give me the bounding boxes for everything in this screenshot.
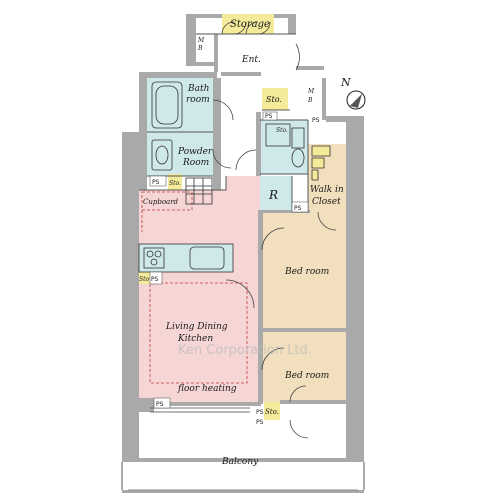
powder-room-area bbox=[147, 132, 213, 176]
washing-machine-icon bbox=[265, 123, 291, 147]
floor-heating-zone bbox=[149, 282, 248, 384]
sto-bottom-area bbox=[264, 402, 280, 420]
ps-label: PS bbox=[294, 205, 302, 212]
fixtures bbox=[138, 81, 331, 273]
compass-label: N bbox=[340, 76, 351, 89]
sto-small-label: Sto bbox=[139, 276, 150, 283]
bathroom-door bbox=[212, 99, 234, 121]
entrance-area bbox=[214, 34, 296, 70]
sto-small-area bbox=[138, 272, 150, 284]
ldk-curve bbox=[225, 279, 255, 309]
bathroom-area bbox=[147, 78, 213, 132]
refrigerator-area bbox=[260, 176, 292, 210]
ps-label: PS bbox=[152, 179, 160, 186]
toilet-icon bbox=[291, 127, 305, 149]
cupboard-zone bbox=[141, 191, 193, 211]
sto-powder-area bbox=[168, 174, 182, 190]
entrance-label: Ent. bbox=[241, 55, 261, 65]
kitchen-sink-icon bbox=[189, 246, 225, 270]
laundry-door bbox=[235, 149, 257, 171]
bedroom-1-label: Bed room bbox=[284, 267, 329, 277]
ps-label: PS bbox=[156, 401, 164, 408]
powder-label-1: Powder bbox=[177, 147, 213, 157]
walkin-label-1: Walk in bbox=[310, 185, 344, 195]
mb-right-label-1: M bbox=[307, 88, 315, 95]
bedroom-2-label: Bed room bbox=[284, 371, 329, 381]
walls bbox=[122, 14, 364, 493]
bedroom-2-door bbox=[261, 347, 285, 371]
storage-door bbox=[221, 21, 271, 35]
compass: N bbox=[340, 76, 366, 110]
entrance-door bbox=[295, 43, 300, 71]
balcony-label: Balcony bbox=[221, 457, 259, 467]
powder-label-2: Room bbox=[182, 158, 209, 168]
closet-shelves bbox=[311, 145, 331, 181]
bedroom-1-door bbox=[261, 227, 285, 251]
watermark: Ken Corporation Ltd. bbox=[178, 343, 312, 358]
mb-top-label-2: B bbox=[197, 45, 203, 52]
shelf-icon bbox=[185, 177, 213, 205]
washbasin-icon bbox=[151, 139, 173, 171]
sto-bottom-door bbox=[289, 385, 307, 403]
stove-icon bbox=[143, 247, 165, 269]
pipe-space-labels: PS PS PS PS PS PS PS PS bbox=[149, 111, 320, 426]
ps-label: PS bbox=[256, 409, 264, 416]
ldk-label-2: Kitchen bbox=[177, 334, 213, 344]
storage-area bbox=[222, 14, 274, 34]
sto-laundry-label: Sto. bbox=[276, 127, 288, 134]
mb-right-label-2: B bbox=[307, 97, 313, 104]
cupboard-label: Cupboard bbox=[143, 198, 179, 206]
laundry-area bbox=[260, 120, 308, 174]
bathroom-label-1: Bath bbox=[187, 84, 209, 94]
kitchen-counter bbox=[138, 243, 234, 273]
powder-room-door bbox=[212, 149, 232, 169]
ps-label: PS bbox=[256, 419, 264, 426]
bathtub-icon bbox=[151, 81, 183, 129]
compass-ring bbox=[346, 90, 366, 110]
ps-label: PS bbox=[312, 117, 320, 124]
sto-top-area bbox=[262, 88, 288, 110]
room-fills bbox=[138, 14, 348, 420]
walkin-label-2: Closet bbox=[312, 197, 341, 207]
bedroom-2-area bbox=[262, 332, 348, 402]
floor-heating-label: floor heating bbox=[177, 384, 237, 394]
storage-label: Storage bbox=[230, 19, 270, 30]
bathroom-label-2: room bbox=[186, 95, 210, 105]
dashed-zones bbox=[141, 191, 248, 384]
ps-label: PS bbox=[151, 276, 159, 283]
sto-bottom-label: Sto. bbox=[265, 408, 279, 416]
refrigerator-label: R bbox=[268, 188, 278, 202]
ldk-area bbox=[139, 176, 260, 404]
bedroom-1-area bbox=[262, 212, 348, 328]
balcony-door bbox=[289, 419, 309, 439]
room-labels: Storage M B Ent. Bath room Sto. M B Sto.… bbox=[139, 19, 344, 467]
ldk-label-1: Living Dining bbox=[165, 322, 228, 332]
mb-top-label-1: M bbox=[197, 37, 205, 44]
closet-door bbox=[317, 211, 337, 231]
ps-label: PS bbox=[265, 113, 273, 120]
sto-powder-label: Sto. bbox=[169, 180, 181, 187]
sto-top-label: Sto. bbox=[266, 95, 282, 104]
